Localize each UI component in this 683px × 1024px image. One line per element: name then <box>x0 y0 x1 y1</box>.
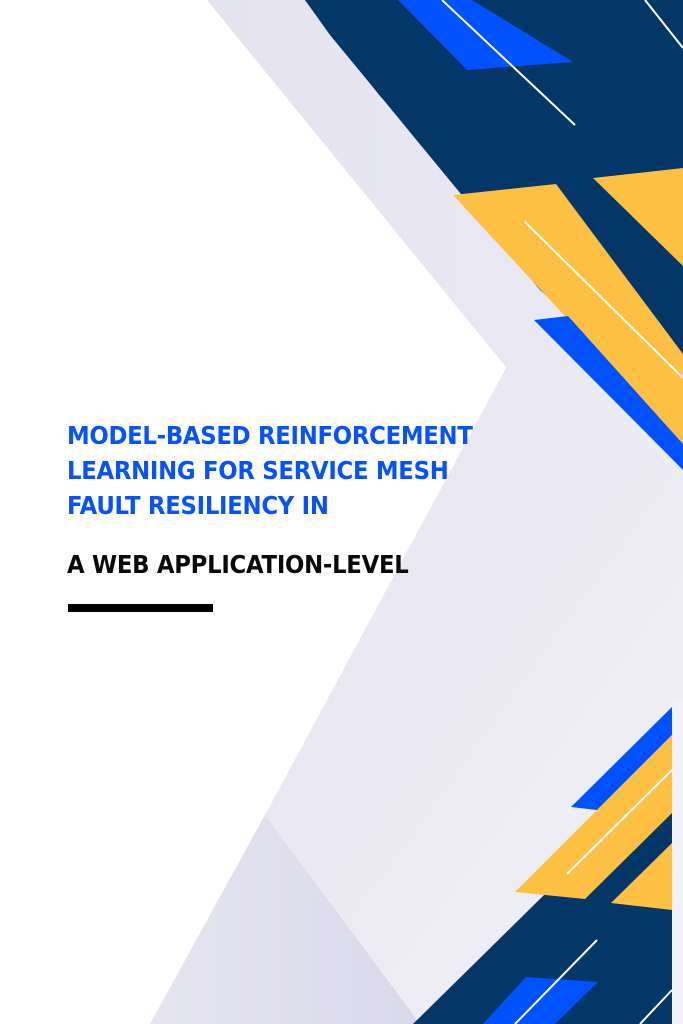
white-line-top-2 <box>644 0 683 49</box>
yellow-shape-bottom-right <box>611 843 672 910</box>
cover-subtitle: A WEB APPLICATION-LEVEL <box>67 550 409 579</box>
white-line-top-1 <box>441 0 576 126</box>
title-line-1: MODEL-BASED REINFORCEMENT <box>67 421 473 450</box>
white-line-yellow-top <box>524 221 683 379</box>
blue-band-bottom-top <box>571 707 672 810</box>
right-edge-strip <box>672 700 683 1024</box>
light-fold-bottom <box>150 815 420 1024</box>
blue-parallelogram-top <box>398 0 573 70</box>
navy-band-bottom-2 <box>430 760 672 1024</box>
title-line-2: LEARNING FOR SERVICE MESH <box>67 456 449 485</box>
yellow-band-bottom <box>515 735 672 899</box>
white-line-bottom-2 <box>639 989 673 1024</box>
title-line-3: FAULT RESILIENCY IN <box>67 491 329 520</box>
white-line-yellow-bottom <box>566 769 673 875</box>
yellow-band-top <box>453 184 683 444</box>
white-line-bottom-1 <box>514 939 598 1024</box>
blue-band-middle <box>534 316 683 470</box>
yellow-shape-top-right <box>593 168 683 266</box>
cover-title: MODEL-BASED REINFORCEMENT LEARNING FOR S… <box>67 418 503 523</box>
blue-parallelogram-bottom <box>483 977 598 1024</box>
title-underline-bar <box>68 604 213 612</box>
